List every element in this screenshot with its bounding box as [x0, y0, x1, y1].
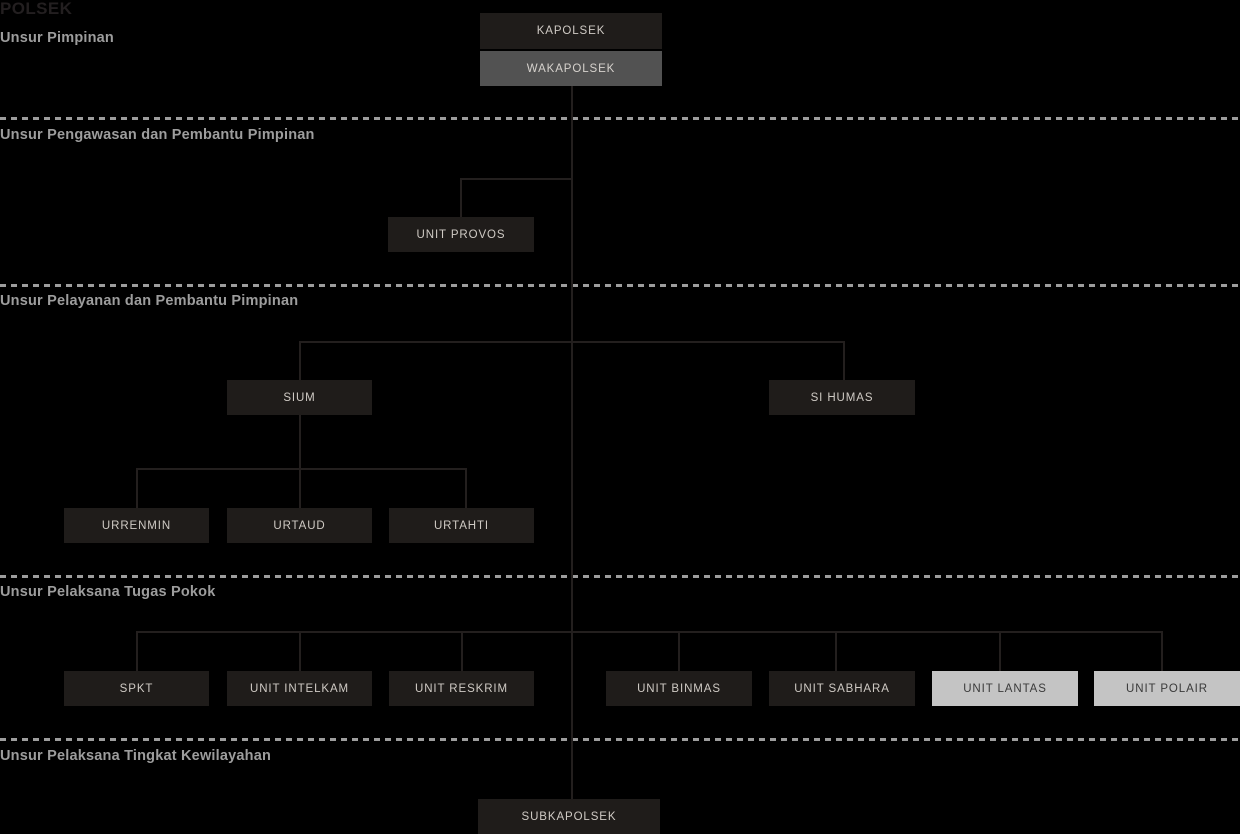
org-node-sium[interactable]: SIUM [227, 380, 372, 415]
connector-drop-unit-intelkam [299, 631, 301, 672]
org-node-si-humas[interactable]: SI HUMAS [769, 380, 915, 415]
org-node-kapolsek[interactable]: KAPOLSEK [480, 13, 662, 49]
org-node-label: UNIT BINMAS [637, 682, 721, 695]
org-node-label: UNIT SABHARA [794, 682, 890, 695]
org-node-label: URTAHTI [433, 519, 490, 532]
connector-drop-unit-polair [1161, 631, 1163, 672]
connector-bar-provos [460, 178, 573, 180]
org-node-urtaud[interactable]: URTAUD [227, 508, 372, 543]
section-label-pelayanan: Unsur Pelayanan dan Pembantu Pimpinan [0, 293, 299, 309]
org-node-label: UNIT POLAIR [1126, 682, 1208, 695]
section-label-tugas-pokok: Unsur Pelaksana Tugas Pokok [0, 584, 216, 600]
section-divider-kewilayahan [0, 738, 1240, 741]
org-node-label: UNIT LANTAS [963, 682, 1047, 695]
connector-drop-si-humas [843, 341, 845, 381]
org-node-unit-intelkam[interactable]: UNIT INTELKAM [227, 671, 372, 706]
org-node-label: SI HUMAS [810, 391, 874, 404]
org-node-label: URTAUD [273, 519, 326, 532]
connector-drop-urtahti [465, 468, 467, 509]
org-node-unit-lantas[interactable]: UNIT LANTAS [932, 671, 1078, 706]
connector-bar-tugas-pokok [136, 631, 1163, 633]
org-node-wakapolsek[interactable]: WAKAPOLSEK [480, 51, 662, 86]
org-node-label: WAKAPOLSEK [526, 62, 616, 75]
org-node-spkt[interactable]: SPKT [64, 671, 209, 706]
connector-bar-pelayanan [299, 341, 845, 343]
org-node-unit-reskrim[interactable]: UNIT RESKRIM [389, 671, 534, 706]
section-label-kewilayahan: Unsur Pelaksana Tingkat Kewilayahan [0, 748, 272, 764]
connector-drop-unit-reskrim [461, 631, 463, 672]
connector-trunk-main [571, 86, 573, 834]
section-divider-pelayanan [0, 284, 1240, 287]
connector-stem-sium [299, 415, 301, 470]
org-node-label: UNIT PROVOS [416, 228, 506, 241]
org-node-subkapolsek[interactable]: SUBKAPOLSEK [478, 799, 660, 834]
connector-bar-sium-subs [136, 468, 467, 470]
org-node-label: SUBKAPOLSEK [521, 810, 617, 823]
connector-drop-sium [299, 341, 301, 381]
connector-drop-unit-provos [460, 178, 462, 218]
org-node-unit-provos[interactable]: UNIT PROVOS [388, 217, 534, 252]
org-node-label: SPKT [119, 682, 154, 695]
org-node-label: SIUM [283, 391, 316, 404]
org-node-urrenmin[interactable]: URRENMIN [64, 508, 209, 543]
connector-drop-urtaud [299, 468, 301, 509]
page-title: POLSEK [0, 0, 73, 18]
section-divider-tugas-pokok [0, 575, 1240, 578]
connector-drop-unit-lantas [999, 631, 1001, 672]
section-label-pengawasan: Unsur Pengawasan dan Pembantu Pimpinan [0, 127, 315, 143]
connector-drop-unit-sabhara [835, 631, 837, 672]
connector-drop-urrenmin [136, 468, 138, 509]
org-node-unit-sabhara[interactable]: UNIT SABHARA [769, 671, 915, 706]
section-divider-pengawasan [0, 117, 1240, 120]
org-node-label: UNIT INTELKAM [249, 682, 350, 695]
section-label-pimpinan: Unsur Pimpinan [0, 30, 114, 46]
org-node-label: URRENMIN [101, 519, 172, 532]
org-node-unit-polair[interactable]: UNIT POLAIR [1094, 671, 1240, 706]
org-node-label: UNIT RESKRIM [414, 682, 508, 695]
org-node-urtahti[interactable]: URTAHTI [389, 508, 534, 543]
org-node-label: KAPOLSEK [536, 25, 606, 37]
connector-drop-spkt [136, 631, 138, 672]
connector-drop-unit-binmas [678, 631, 680, 672]
org-node-unit-binmas[interactable]: UNIT BINMAS [606, 671, 752, 706]
